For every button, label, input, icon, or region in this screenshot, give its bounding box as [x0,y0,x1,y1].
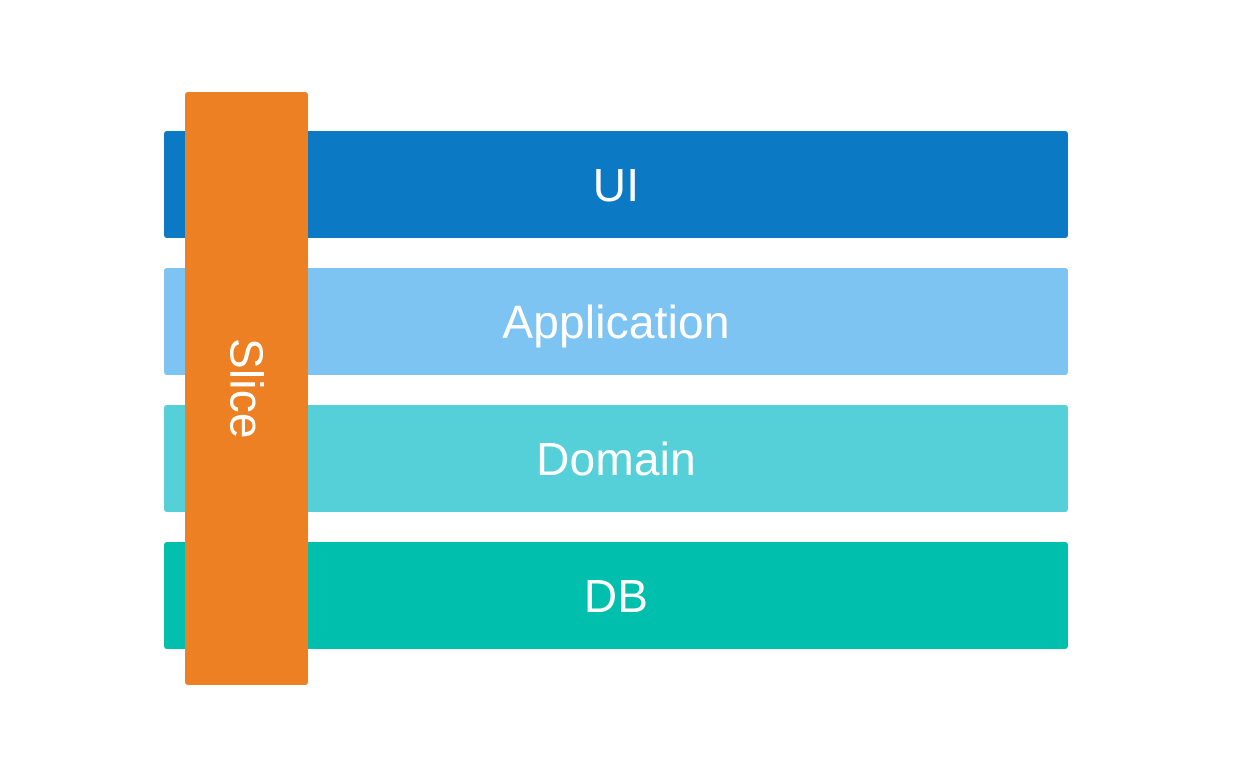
layer-label-db: DB [583,569,649,622]
layer-bar-ui[interactable]: UI [164,131,1068,238]
layer-label-ui: UI [592,158,640,211]
layer-bar-domain[interactable]: Domain [164,405,1068,512]
layer-bar-application[interactable]: Application [164,268,1068,375]
layer-label-application: Application [502,295,730,348]
layer-bar-db[interactable]: DB [164,542,1068,649]
layer-label-domain: Domain [536,432,696,485]
vertical-slice-band[interactable]: Slice [185,92,308,685]
vertical-slice-label: Slice [220,338,273,439]
